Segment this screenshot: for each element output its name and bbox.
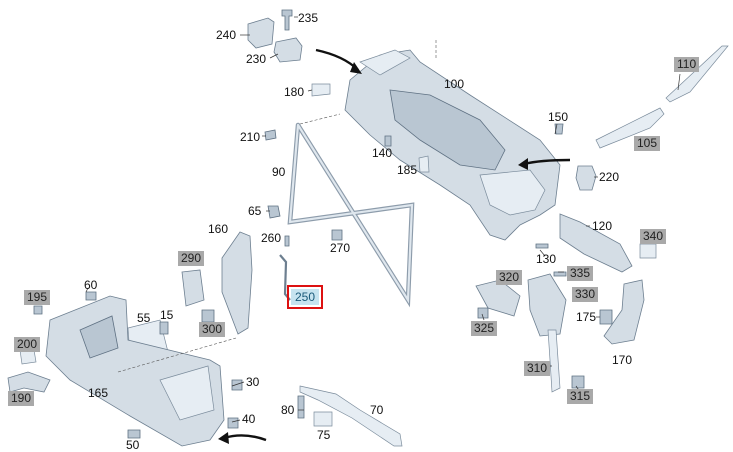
callout-230[interactable]: 230 xyxy=(246,52,267,66)
mount-220 xyxy=(575,165,597,191)
rod-70 xyxy=(299,385,403,447)
callout-240[interactable]: 240 xyxy=(216,28,237,42)
bolt-80 xyxy=(297,395,305,419)
callout-130[interactable]: 130 xyxy=(536,252,557,266)
callout-120[interactable]: 120 xyxy=(592,219,613,233)
callout-270[interactable]: 270 xyxy=(330,241,351,255)
cross-member-165-plate xyxy=(159,365,215,421)
part-180 xyxy=(311,83,331,97)
bolt-195 xyxy=(33,305,43,315)
part-200 xyxy=(19,349,37,365)
bracket-170 xyxy=(603,279,645,345)
bracket-160 xyxy=(221,231,253,335)
part-340 xyxy=(639,243,657,259)
callout-250-selected[interactable]: 250 xyxy=(286,285,324,309)
callout-330[interactable]: 330 xyxy=(572,287,599,302)
bolt-30 xyxy=(231,379,243,391)
strip-310 xyxy=(547,329,561,393)
bolt-130 xyxy=(535,243,549,249)
callout-50[interactable]: 50 xyxy=(126,438,140,452)
bolt-40 xyxy=(227,417,239,429)
callout-210[interactable]: 210 xyxy=(240,130,261,144)
bracket-330 xyxy=(527,273,567,337)
bracket-240 xyxy=(247,17,275,49)
callout-335[interactable]: 335 xyxy=(567,266,594,281)
callout-70[interactable]: 70 xyxy=(370,403,384,417)
cross-member-100 xyxy=(344,49,561,241)
leader-lines xyxy=(85,16,681,423)
callout-325[interactable]: 325 xyxy=(471,321,498,336)
callout-30[interactable]: 30 xyxy=(246,375,260,389)
rod-250 xyxy=(279,254,291,301)
callout-315[interactable]: 315 xyxy=(567,389,594,404)
callout-105[interactable]: 105 xyxy=(634,136,661,151)
callout-65[interactable]: 65 xyxy=(248,204,262,218)
callout-260[interactable]: 260 xyxy=(261,231,282,245)
callout-290[interactable]: 290 xyxy=(178,251,205,266)
frame-90 xyxy=(287,122,415,308)
clip-230 xyxy=(273,37,303,63)
bolt-335 xyxy=(553,271,567,277)
strip-110 xyxy=(665,45,729,103)
bolt-260 xyxy=(284,235,290,247)
cross-member-165-detail xyxy=(79,315,119,359)
callout-235[interactable]: 235 xyxy=(298,11,319,25)
grommet-175 xyxy=(599,309,613,325)
callout-40[interactable]: 40 xyxy=(242,412,256,426)
bracket-290 xyxy=(181,269,205,307)
callout-165[interactable]: 165 xyxy=(88,386,109,400)
callout-195[interactable]: 195 xyxy=(24,290,51,305)
bolt-315 xyxy=(571,375,585,389)
reference-lines xyxy=(117,40,437,373)
callout-160[interactable]: 160 xyxy=(208,222,229,236)
callout-320[interactable]: 320 xyxy=(496,270,523,285)
callout-80[interactable]: 80 xyxy=(281,403,295,417)
grommet-300 xyxy=(201,309,215,323)
callout-310[interactable]: 310 xyxy=(524,361,551,376)
motion-arrows xyxy=(218,48,571,444)
bolt-140 xyxy=(384,135,392,147)
callout-185[interactable]: 185 xyxy=(397,163,418,177)
callout-140[interactable]: 140 xyxy=(372,146,393,160)
callout-100[interactable]: 100 xyxy=(444,77,465,91)
callout-175[interactable]: 175 xyxy=(576,310,597,324)
callout-55[interactable]: 55 xyxy=(137,311,151,325)
bolt-50 xyxy=(127,429,141,439)
callout-170[interactable]: 170 xyxy=(612,353,633,367)
callout-190[interactable]: 190 xyxy=(8,391,35,406)
bolt-210 xyxy=(264,129,277,141)
grommet-75 xyxy=(313,411,333,427)
callout-60[interactable]: 60 xyxy=(84,278,98,292)
part-185 xyxy=(418,155,430,173)
grommet-65 xyxy=(267,205,281,219)
bolt-60 xyxy=(85,291,97,301)
callout-300[interactable]: 300 xyxy=(199,322,226,337)
callout-110[interactable]: 110 xyxy=(674,57,700,72)
grommet-270 xyxy=(331,229,343,241)
bracket-190 xyxy=(7,371,51,393)
callout-180[interactable]: 180 xyxy=(284,85,305,99)
strip-105 xyxy=(595,107,665,149)
callout-200[interactable]: 200 xyxy=(14,337,41,352)
callout-220[interactable]: 220 xyxy=(599,170,620,184)
callout-15[interactable]: 15 xyxy=(160,308,174,322)
callout-75[interactable]: 75 xyxy=(317,428,331,442)
callout-150[interactable]: 150 xyxy=(548,110,569,124)
bolt-15 xyxy=(159,321,169,335)
callout-340[interactable]: 340 xyxy=(640,229,667,244)
grommet-325 xyxy=(477,307,489,319)
callout-90[interactable]: 90 xyxy=(272,165,286,179)
bolt-235 xyxy=(281,9,293,31)
